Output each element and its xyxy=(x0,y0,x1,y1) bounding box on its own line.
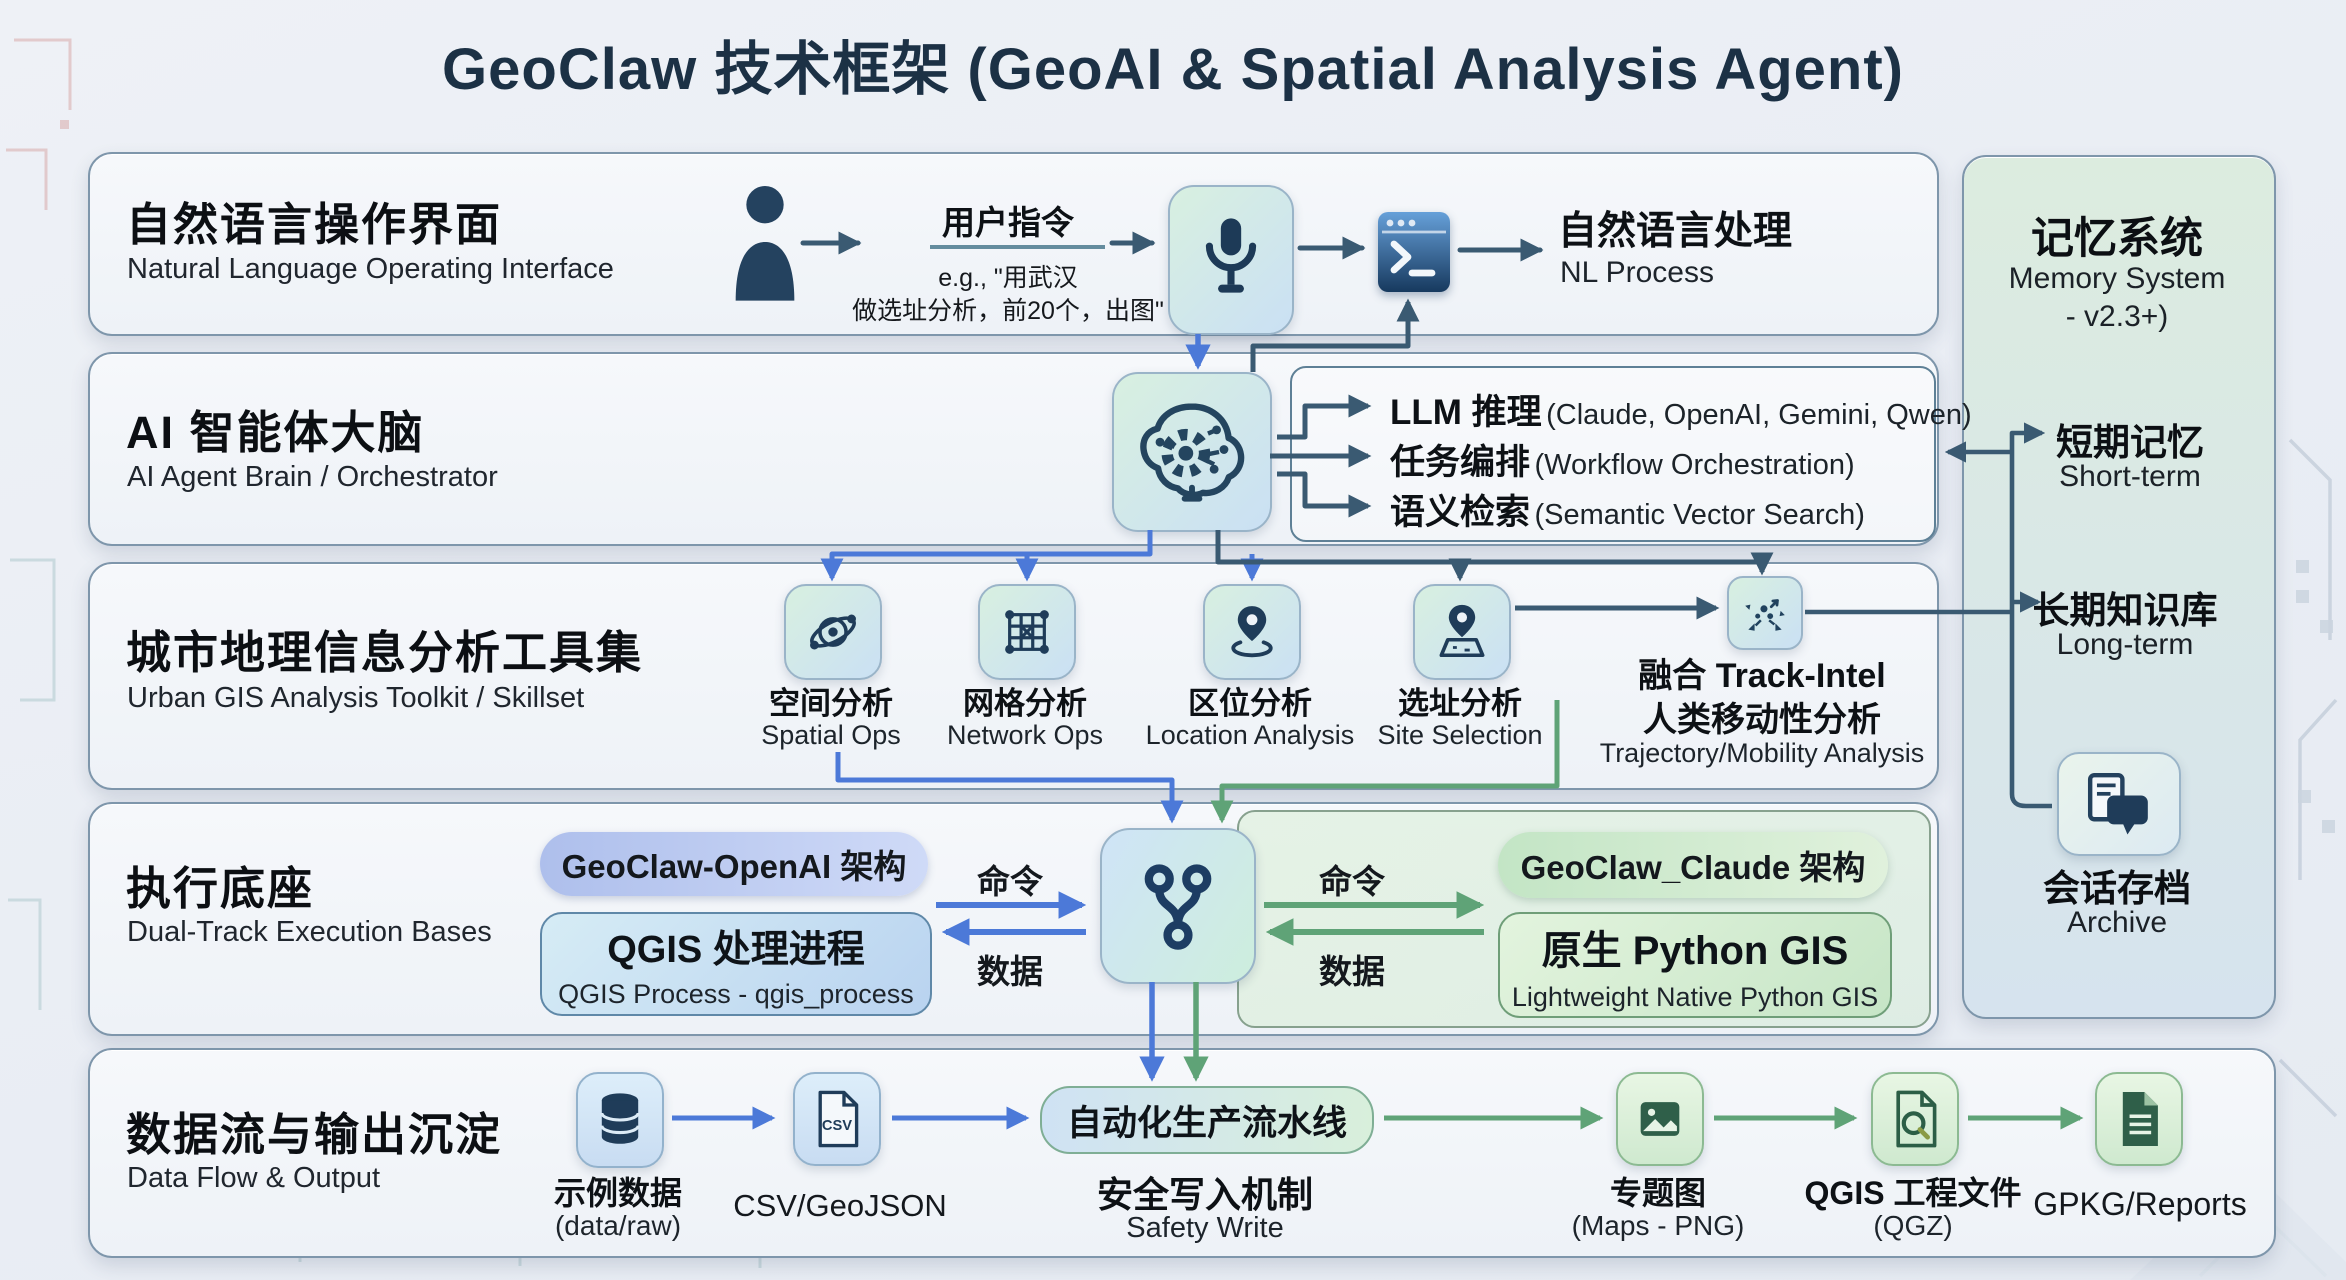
example-command-line2: 做选址分析，前20个，出图" xyxy=(852,297,1164,325)
capability-semantic-search-en: (Semantic Vector Search) xyxy=(1534,499,1865,531)
user-command-label: 用户指令 xyxy=(942,204,1074,241)
qgz-file-icon xyxy=(1871,1072,1959,1166)
python-gis-box: 原生 Python GIS Lightweight Native Python … xyxy=(1498,912,1892,1018)
row5-title-zh: 数据流与输出沉淀 xyxy=(126,1109,503,1160)
python-gis-zh: 原生 Python GIS xyxy=(1541,928,1849,973)
nlp-label-en: NL Process xyxy=(1560,256,1714,289)
track-intel-icon xyxy=(1727,576,1803,650)
spatial-ops-en: Spatial Ops xyxy=(761,720,901,750)
user-icon xyxy=(733,183,797,306)
capability-orchestration: 任务编排 (Workflow Orchestration) xyxy=(1390,434,1855,485)
sample-data-zh: 示例数据 xyxy=(553,1175,683,1211)
capability-orchestration-zh: 任务编排 xyxy=(1390,443,1531,482)
pipeline-label: 自动化生产流水线 xyxy=(1066,1103,1347,1143)
csv-geojson-label: CSV/GeoJSON xyxy=(733,1188,947,1223)
spatial-ops-icon xyxy=(784,584,882,680)
memory-title-en: Memory System xyxy=(2008,262,2226,295)
database-icon xyxy=(576,1072,664,1168)
qgz-en: (QGZ) xyxy=(1873,1210,1953,1241)
capability-llm-zh: LLM 推理 xyxy=(1390,393,1542,432)
nlp-label-zh: 自然语言处理 xyxy=(1558,210,1793,253)
right-cmd-label: 命令 xyxy=(1319,863,1385,900)
spatial-ops-zh: 空间分析 xyxy=(769,686,893,721)
python-gis-en: Lightweight Native Python GIS xyxy=(1511,981,1879,1012)
row2-title-en: AI Agent Brain / Orchestrator xyxy=(127,461,498,493)
track-intel-en: Trajectory/Mobility Analysis xyxy=(1599,738,1925,768)
archive-label-en: Archive xyxy=(2066,906,2168,939)
openai-architecture-pill: GeoClaw-OpenAI 架构 xyxy=(540,832,928,896)
location-analysis-en: Location Analysis xyxy=(1145,720,1355,750)
site-selection-icon xyxy=(1413,584,1511,680)
page-title: GeoClaw 技术框架 (GeoAI & Spatial Analysis A… xyxy=(442,37,1904,102)
memory-title-zh: 记忆系统 xyxy=(2031,215,2203,263)
qgis-process-zh: QGIS 处理进程 xyxy=(607,929,865,971)
memory-long-term-zh: 长期知识库 xyxy=(2032,590,2218,631)
right-data-label: 数据 xyxy=(1319,953,1385,990)
memory-short-term-zh: 短期记忆 xyxy=(2056,422,2204,463)
row5-title-en: Data Flow & Output xyxy=(127,1162,381,1194)
track-intel-line1: 融合 Track-Intel xyxy=(1638,657,1886,695)
network-ops-zh: 网格分析 xyxy=(963,686,1087,721)
track-intel-line2: 人类移动性分析 xyxy=(1643,701,1881,739)
qgz-zh: QGIS 工程文件 xyxy=(1804,1175,2022,1211)
location-analysis-zh: 区位分析 xyxy=(1188,686,1312,721)
left-cmd-label: 命令 xyxy=(977,863,1043,900)
pipeline-box: 自动化生产流水线 xyxy=(1040,1086,1374,1154)
row2-title-zh: AI 智能体大脑 xyxy=(126,407,425,458)
capability-llm: LLM 推理 (Claude, OpenAI, Gemini, Qwen) xyxy=(1390,384,1972,435)
maps-en: (Maps - PNG) xyxy=(1571,1210,1745,1241)
archive-icon xyxy=(2057,752,2181,856)
report-file-icon xyxy=(2095,1072,2183,1166)
csv-file-icon: CSV xyxy=(793,1072,881,1166)
network-ops-icon xyxy=(978,584,1076,680)
brain-capabilities-box xyxy=(1290,366,1936,542)
terminal-icon xyxy=(1378,212,1450,292)
capability-semantic-search-zh: 语义检索 xyxy=(1390,493,1531,532)
row4-title-en: Dual-Track Execution Bases xyxy=(127,916,492,948)
capability-llm-en: (Claude, OpenAI, Gemini, Qwen) xyxy=(1546,399,1972,431)
row4-title-zh: 执行底座 xyxy=(126,863,315,914)
archive-label-zh: 会话存档 xyxy=(2043,868,2191,909)
sample-data-en: (data/raw) xyxy=(554,1210,682,1241)
map-image-icon xyxy=(1616,1072,1704,1166)
capability-semantic-search: 语义检索 (Semantic Vector Search) xyxy=(1390,484,1865,535)
qgis-process-en: QGIS Process - qgis_process xyxy=(558,979,914,1009)
row1-title-en: Natural Language Operating Interface xyxy=(127,253,614,285)
site-selection-en: Site Selection xyxy=(1377,720,1543,750)
network-ops-en: Network Ops xyxy=(946,720,1104,750)
row3-title-en: Urban GIS Analysis Toolkit / Skillset xyxy=(127,682,585,714)
brain-icon xyxy=(1112,372,1272,532)
memory-version: - v2.3+) xyxy=(2065,300,2169,333)
row1-title-zh: 自然语言操作界面 xyxy=(126,199,503,250)
capability-orchestration-en: (Workflow Orchestration) xyxy=(1534,449,1855,481)
location-analysis-icon xyxy=(1203,584,1301,680)
row3-title-zh: 城市地理信息分析工具集 xyxy=(126,627,644,678)
safety-write-zh: 安全写入机制 xyxy=(1096,1174,1314,1215)
svg-text:CSV: CSV xyxy=(822,1118,852,1134)
maps-zh: 专题图 xyxy=(1609,1175,1707,1211)
panel-nl-interface xyxy=(88,152,1939,336)
qgis-process-box: QGIS 处理进程 QGIS Process - qgis_process xyxy=(540,912,932,1016)
claude-architecture-pill: GeoClaw_Claude 架构 xyxy=(1498,832,1888,898)
gpkg-reports-label: GPKG/Reports xyxy=(2033,1186,2247,1222)
example-command-line1: e.g., "用武汉 xyxy=(938,264,1078,292)
safety-write-en: Safety Write xyxy=(1126,1212,1284,1244)
panel-memory-system xyxy=(1962,155,2276,1019)
memory-short-term-en: Short-term xyxy=(2059,460,2201,493)
memory-long-term-en: Long-term xyxy=(2056,628,2194,661)
microphone-icon xyxy=(1168,185,1294,335)
left-data-label: 数据 xyxy=(977,953,1043,990)
site-selection-zh: 选址分析 xyxy=(1398,686,1522,721)
git-branch-icon xyxy=(1100,828,1256,984)
